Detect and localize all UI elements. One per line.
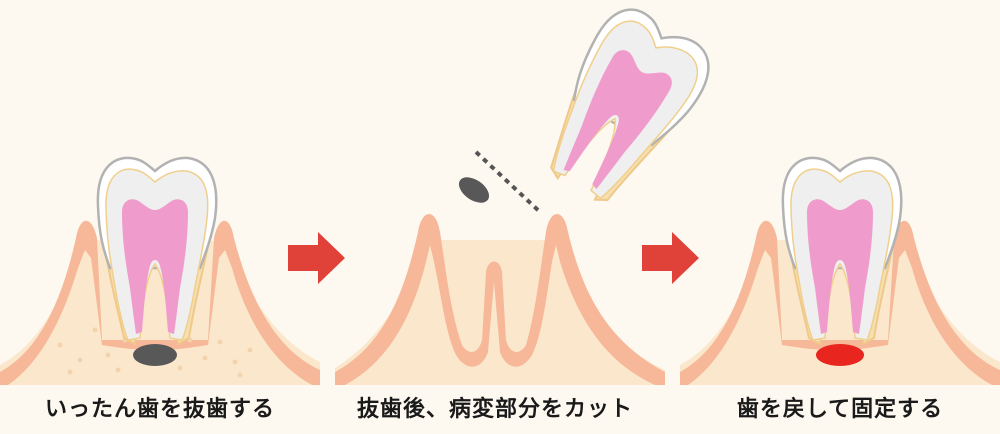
arrow-right-icon xyxy=(642,232,699,284)
panel-replant xyxy=(680,156,1000,385)
treated-area xyxy=(816,344,864,366)
removed-lesion xyxy=(458,177,490,203)
step-1-caption: いったん歯を抜歯する xyxy=(44,397,275,422)
gum xyxy=(335,214,665,385)
panel-cut xyxy=(335,0,723,385)
step-2-caption: 抜歯後、病変部分をカット xyxy=(356,397,633,422)
cut-line xyxy=(474,150,542,214)
bone-dots xyxy=(57,327,253,378)
panel-extract xyxy=(0,156,320,385)
gum xyxy=(680,220,1000,385)
step-3-caption: 歯を戻して固定する xyxy=(736,397,944,422)
extracted-tooth xyxy=(524,0,723,221)
gum xyxy=(0,220,320,385)
arrow-right-icon xyxy=(288,232,345,284)
lesion xyxy=(133,344,177,366)
